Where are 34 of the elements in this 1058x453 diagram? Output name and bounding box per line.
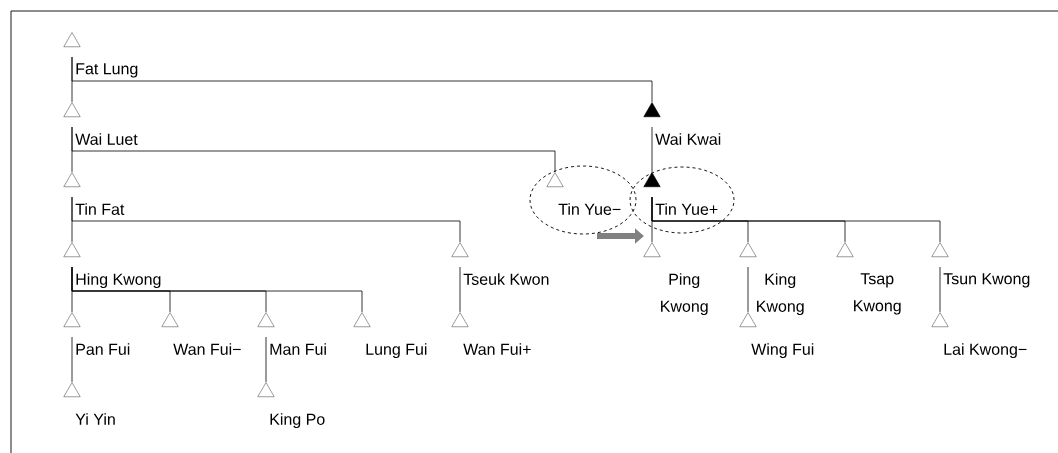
name-label: Man Fui [270,343,326,355]
name-label: Ping Kwong [661,273,708,316]
name-label: King Kwong [757,273,804,316]
name-label: Fat Lung [76,63,138,78]
family-line [71,126,556,173]
family-line [71,196,461,243]
name-label: Lung Fui [366,343,427,359]
name-label: Tin Fat [75,203,125,215]
name-label: Yi Yin [75,413,115,425]
family-line [71,336,73,383]
family-line [651,126,653,173]
name-label: Pan Fui [76,343,130,355]
family-line [265,336,267,383]
name-label: Hing Kwong [76,273,161,289]
name-label: King Po [270,413,325,429]
name-label: Wan Fui+ [463,343,531,355]
family-line [747,266,749,313]
name-label: Tseuk Kwon [463,273,549,285]
name-label: Wing Fui [751,343,814,359]
family-line [651,196,941,243]
name-label: Tin Yue+ [655,203,718,215]
family-line [71,56,653,103]
family-line [71,266,363,313]
dashed-ellipse [529,165,637,235]
dashed-ellipse [629,166,735,234]
name-label: Tsap Kwong [854,273,901,315]
name-label: Tin Yue− [558,203,621,215]
family-line [939,266,941,313]
name-label: Wai Luet [75,133,138,145]
name-label: Lai Kwong− [944,343,1027,359]
family-line [459,266,461,313]
name-label: Tsun Kwong [943,273,1030,288]
name-label: Wai Kwai [655,133,721,145]
name-label: Wan Fui− [173,343,241,355]
